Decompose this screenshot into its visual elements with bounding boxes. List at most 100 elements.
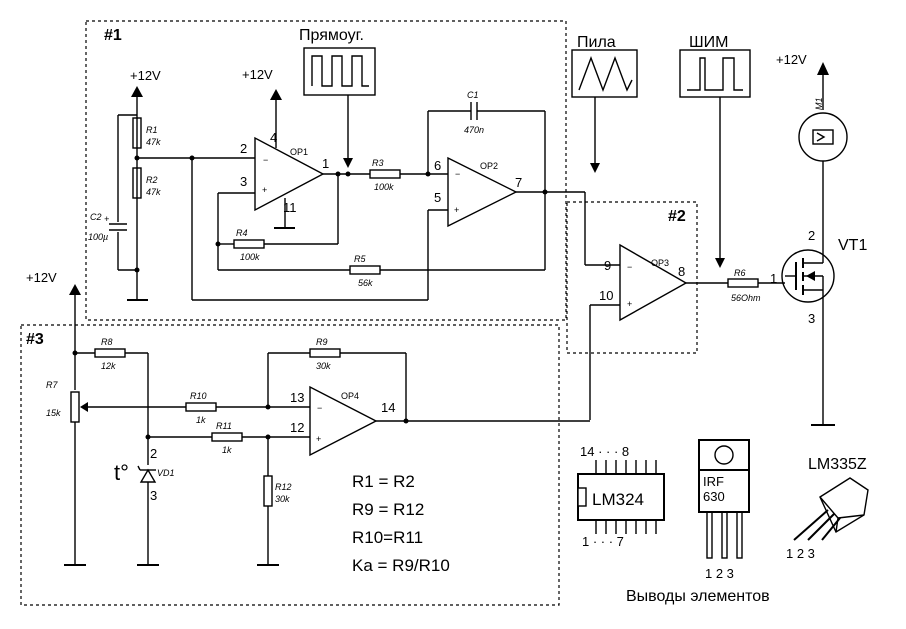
r6-value: 56Ohm	[731, 293, 761, 303]
r2-name: R2	[146, 175, 158, 185]
r12-name: R12	[275, 482, 292, 492]
r11-value: 1k	[222, 445, 232, 455]
pin-label: 14	[381, 400, 395, 415]
opamp-op4	[309, 385, 378, 457]
r11-name: R11	[216, 421, 232, 431]
r8-name: R8	[101, 337, 113, 347]
junction	[134, 267, 140, 273]
m1-label: M1	[814, 97, 824, 110]
op2-label: OP2	[480, 161, 498, 171]
pin-label: 2	[808, 228, 815, 243]
irf630-package	[698, 439, 750, 559]
pin-label: 10	[599, 288, 613, 303]
irf630-line1: IRF	[703, 474, 724, 489]
c1-name: C1	[467, 90, 479, 100]
svg-text:+: +	[104, 214, 109, 224]
r3-value: 100k	[374, 182, 394, 192]
resistor-r1	[132, 117, 142, 149]
supply-label-r1: +12V	[130, 68, 161, 83]
junction	[72, 350, 78, 356]
pin-label: 1	[322, 156, 329, 171]
r4-value: 100k	[240, 252, 260, 262]
resistor-r10	[185, 402, 217, 412]
zener-vd1	[139, 468, 157, 483]
c1-value: 470n	[464, 125, 484, 135]
vd1-label: VD1	[157, 468, 175, 478]
svg-text:+: +	[262, 185, 267, 195]
block-1-outline	[85, 20, 567, 321]
r5-value: 56k	[358, 278, 373, 288]
equation-1: R1 = R2	[352, 472, 415, 491]
lm324-bottom-pins: 1 · · · 7	[582, 534, 624, 549]
pinouts-caption: Выводы элементов	[626, 588, 770, 605]
pin-label: 12	[290, 420, 304, 435]
r7-name: R7	[46, 380, 58, 390]
junction	[189, 155, 195, 161]
svg-text:+: +	[454, 205, 459, 215]
pin-label: 1	[770, 271, 777, 286]
r6-name: R6	[734, 268, 746, 278]
pwm-inset	[679, 49, 751, 98]
svg-text:−: −	[627, 262, 632, 272]
r12-value: 30k	[275, 494, 290, 504]
pin-label: 3	[240, 174, 247, 189]
pin-label: 11	[283, 200, 297, 215]
op1-label: OP1	[290, 147, 308, 157]
supply-label-motor: +12V	[776, 52, 807, 67]
pin-label: 4	[270, 130, 277, 145]
resistor-r12	[263, 475, 273, 507]
block-3-outline	[20, 324, 560, 606]
op4-label: OP4	[341, 391, 359, 401]
svg-text:+: +	[316, 434, 321, 444]
junction	[403, 418, 409, 424]
pin-label: 8	[678, 264, 685, 279]
r10-value: 1k	[196, 415, 206, 425]
svg-text:−: −	[263, 155, 268, 165]
supply-arrow-motor	[817, 62, 829, 75]
r10-name: R10	[190, 391, 207, 401]
r8-value: 12k	[101, 361, 116, 371]
resistor-r2	[132, 167, 142, 199]
block-2-label: #2	[668, 208, 686, 225]
lm335z-pins: 1 2 3	[786, 546, 815, 561]
lm324-top-pins: 14 · · · 8	[580, 444, 629, 459]
pin-label: 9	[604, 258, 611, 273]
pin-label: 5	[434, 190, 441, 205]
r3-name: R3	[372, 158, 384, 168]
vt1-label: VT1	[838, 237, 867, 254]
square-wave-label: Прямоуг.	[299, 27, 364, 44]
r5-name: R5	[354, 254, 366, 264]
block-1-label: #1	[104, 27, 122, 44]
resistor-r4	[233, 239, 265, 249]
r9-name: R9	[316, 337, 328, 347]
saw-wave-label: Пила	[577, 34, 616, 51]
junction	[145, 434, 151, 440]
r4-name: R4	[236, 228, 248, 238]
mosfet-vt1	[781, 249, 835, 303]
resistor-r6	[727, 278, 759, 288]
r9-value: 30k	[316, 361, 331, 371]
junction	[542, 189, 548, 195]
supply-label-r7: +12V	[26, 270, 57, 285]
supply-arrow-r7	[69, 284, 81, 295]
pin-label: 7	[515, 175, 522, 190]
supply-label-op1: +12V	[242, 67, 273, 82]
pin-label: 3	[150, 488, 157, 503]
lm335z-package	[793, 477, 869, 541]
opamp-op1	[254, 136, 325, 212]
svg-text:−: −	[317, 403, 322, 413]
lm335z-label: LM335Z	[808, 456, 867, 473]
lm324-package	[577, 460, 665, 534]
c2-name: C2	[90, 212, 102, 222]
irf630-pins: 1 2 3	[705, 566, 734, 581]
opamp-op2	[447, 156, 518, 228]
lm324-label: LM324	[592, 490, 644, 509]
pin-label: 2	[150, 446, 157, 461]
block-3-label: #3	[26, 331, 44, 348]
irf630-line2: 630	[703, 489, 725, 504]
supply-arrow-r1	[131, 86, 143, 115]
resistor-r8	[94, 348, 126, 358]
equation-2: R9 = R12	[352, 500, 424, 519]
op3-label: OP3	[651, 258, 669, 268]
